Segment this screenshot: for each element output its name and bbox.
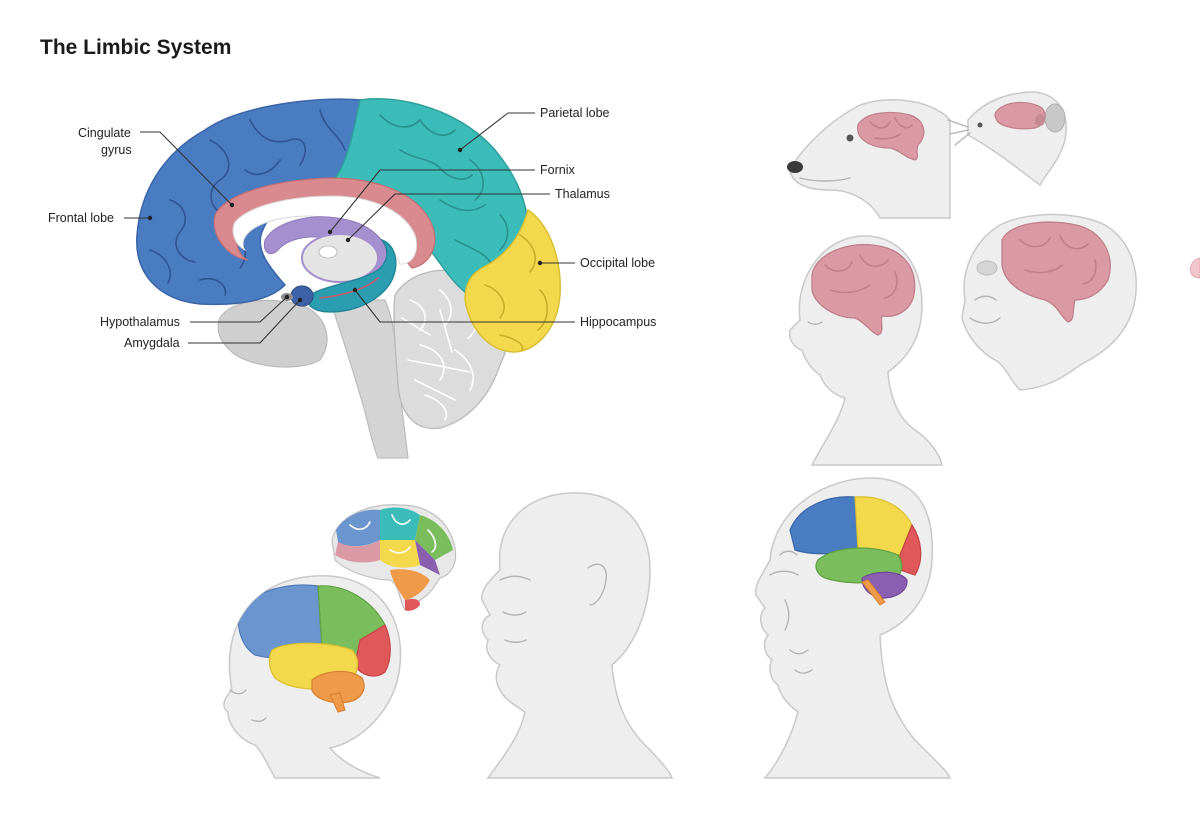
thalamus-nucleus bbox=[318, 245, 338, 259]
standalone-region-blue bbox=[336, 509, 380, 547]
leader-hippocampus bbox=[354, 289, 575, 323]
leader-dot-amygdala bbox=[297, 297, 303, 303]
leader-fornix bbox=[329, 169, 535, 233]
label-fornix: Fornix bbox=[540, 163, 575, 177]
infant-brain-thumbnail bbox=[223, 575, 402, 779]
leader-dot-parietal-lobe bbox=[457, 147, 463, 153]
amygdala bbox=[290, 285, 314, 307]
pons bbox=[217, 299, 328, 368]
rat-brain bbox=[994, 101, 1046, 130]
standalone-region-purple bbox=[415, 540, 440, 575]
adult-human-thumbnail bbox=[788, 235, 943, 466]
label-amygdala: Amygdala bbox=[124, 336, 180, 350]
page-title: The Limbic System bbox=[40, 36, 232, 59]
standalone-region-red bbox=[405, 598, 420, 611]
label-frontal-lobe: Frontal lobe bbox=[48, 211, 114, 225]
label-cingulate-gyrus-line2: gyrus bbox=[101, 143, 132, 157]
main-brain-diagram bbox=[136, 98, 561, 459]
adult-human-brain bbox=[811, 243, 916, 336]
leader-dot-occipital-lobe bbox=[537, 260, 543, 266]
label-group: Cingulate gyrus Frontal lobe Hypothalamu… bbox=[48, 106, 656, 350]
label-parietal-lobe: Parietal lobe bbox=[540, 106, 610, 120]
infant-brainstem bbox=[329, 692, 346, 713]
leader-parietal-lobe bbox=[459, 112, 535, 151]
leader-dot-hypothalamus bbox=[284, 294, 290, 300]
dog-brain-thumbnail bbox=[787, 99, 951, 219]
occipital-lobe bbox=[464, 208, 561, 353]
standalone-region-pink bbox=[335, 540, 380, 563]
leader-cingulate-gyrus bbox=[140, 131, 233, 206]
label-hypothalamus: Hypothalamus bbox=[100, 315, 180, 329]
standalone-region-yellow bbox=[380, 540, 420, 568]
leader-thalamus bbox=[347, 193, 550, 241]
leader-dot-thalamus bbox=[345, 237, 351, 243]
cropped-brain-fragment bbox=[1189, 257, 1200, 279]
leader-hypothalamus bbox=[190, 296, 288, 323]
adult-head-thumbnail bbox=[481, 492, 674, 779]
elderly-brainstem bbox=[861, 579, 886, 606]
label-cingulate-gyrus-line1: Cingulate bbox=[78, 126, 131, 140]
thalamus bbox=[301, 233, 379, 283]
leader-dot-frontal-lobe bbox=[147, 215, 153, 221]
infant-cerebellum bbox=[311, 670, 365, 704]
leader-amygdala bbox=[188, 299, 301, 344]
leader-dot-hippocampus bbox=[352, 287, 358, 293]
dog-brain bbox=[857, 111, 925, 161]
label-occipital-lobe: Occipital lobe bbox=[580, 256, 655, 270]
elderly-brain-thumbnail bbox=[754, 477, 952, 779]
rat-brain-thumbnail bbox=[947, 91, 1067, 187]
leader-dot-cingulate-gyrus bbox=[229, 202, 235, 208]
elderly-occipital-lobe bbox=[899, 523, 922, 576]
leader-dot-fornix bbox=[327, 229, 333, 235]
standalone-region-orange bbox=[390, 569, 430, 600]
standalone-brain-thumbnail bbox=[331, 504, 457, 612]
label-hippocampus: Hippocampus bbox=[580, 315, 656, 329]
hippocampus bbox=[307, 238, 397, 313]
monkey-brain-thumbnail bbox=[961, 213, 1137, 391]
label-thalamus: Thalamus bbox=[555, 187, 610, 201]
